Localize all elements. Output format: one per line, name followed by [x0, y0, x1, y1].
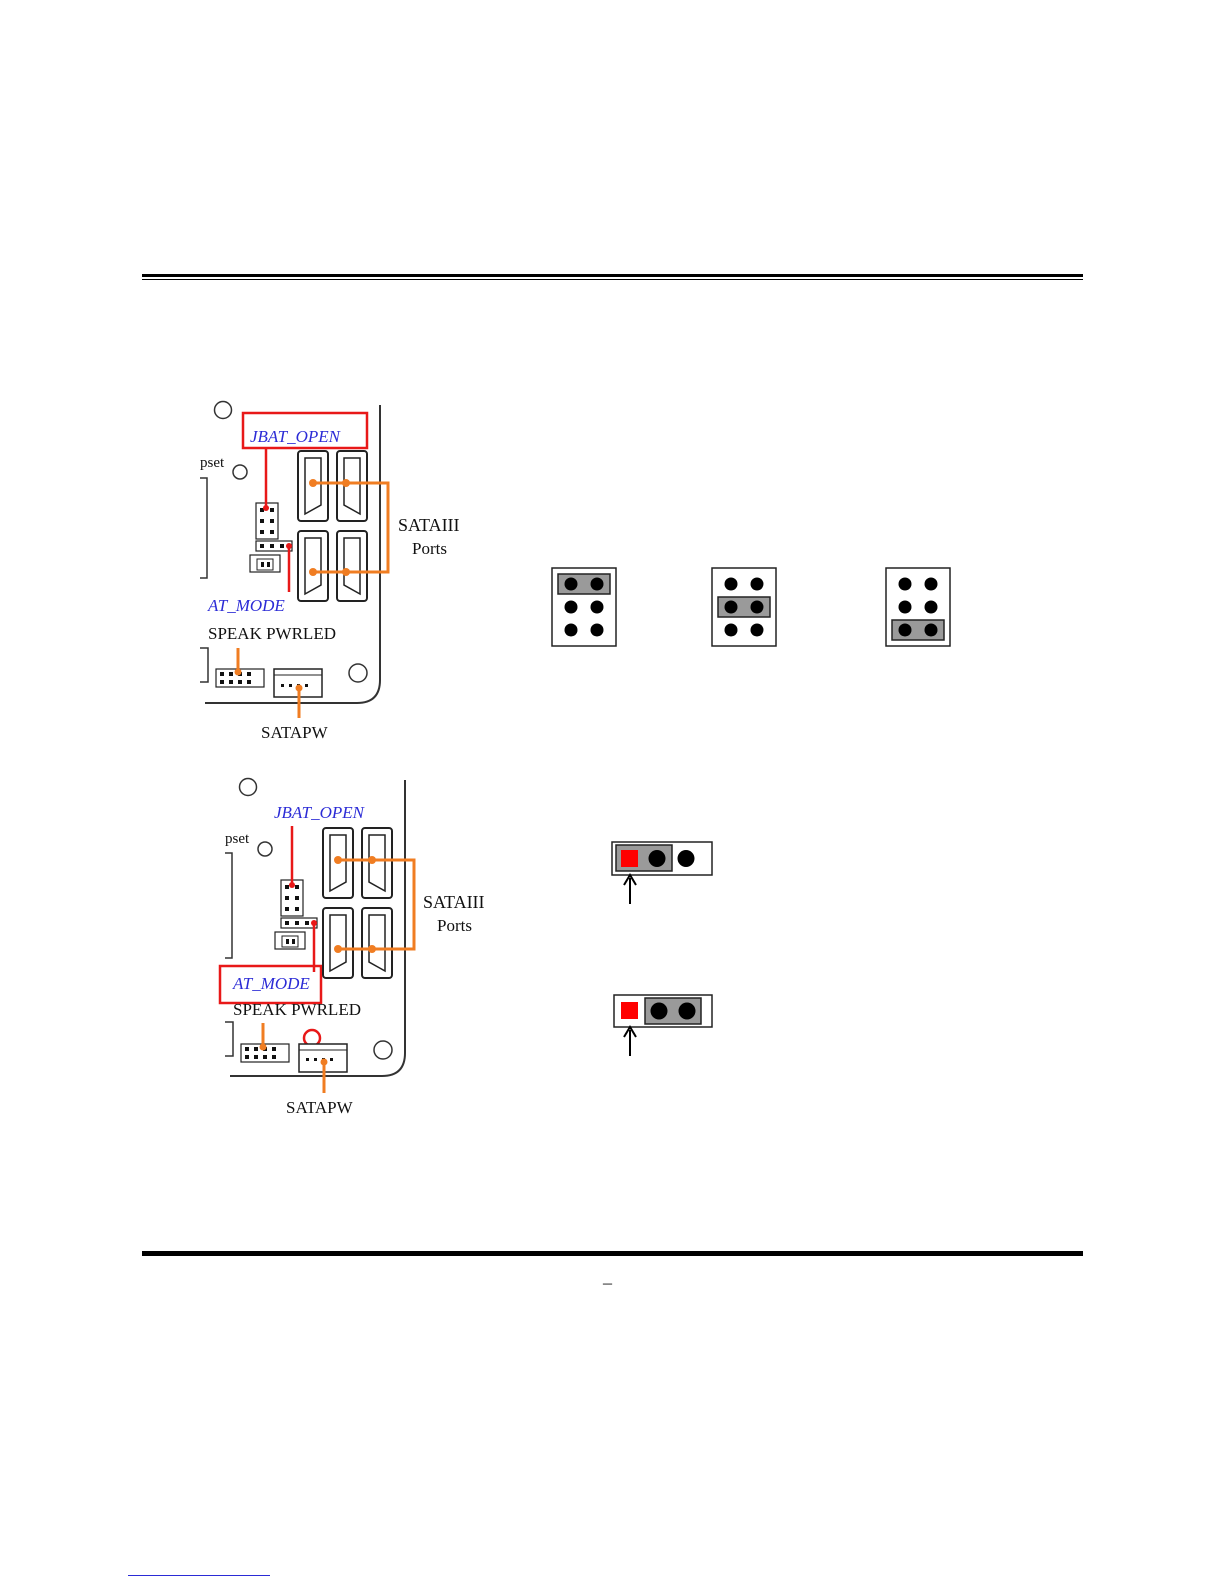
footer-rule	[142, 1251, 1083, 1256]
mount-hole	[240, 779, 257, 796]
pin1-square	[621, 850, 638, 867]
speak-bracket	[225, 1022, 233, 1056]
atmode-setting-1	[610, 840, 720, 910]
two-pin-connector	[275, 932, 305, 949]
sata-label-line2: Ports	[437, 916, 472, 935]
pset-bracket	[225, 853, 232, 958]
speak-pwrled-label: SPEAK PWRLED	[233, 1000, 361, 1019]
page-number-mark: _	[603, 1266, 612, 1287]
satapw-label: SATAPW	[286, 1098, 354, 1117]
atmode-setting-2	[612, 993, 722, 1063]
sata-label-line1: SATAIII	[423, 892, 485, 912]
footer-link-underline[interactable]	[128, 1575, 270, 1576]
pin1-square	[621, 1002, 638, 1019]
mount-hole	[374, 1041, 392, 1059]
sata-ports	[323, 828, 392, 978]
pset-label: pset	[225, 831, 250, 847]
atmode-label: AT_MODE	[232, 974, 310, 993]
mount-hole	[258, 842, 272, 856]
jbat-label: JBAT_OPEN	[274, 803, 366, 822]
sata-connector-lines	[338, 860, 414, 949]
